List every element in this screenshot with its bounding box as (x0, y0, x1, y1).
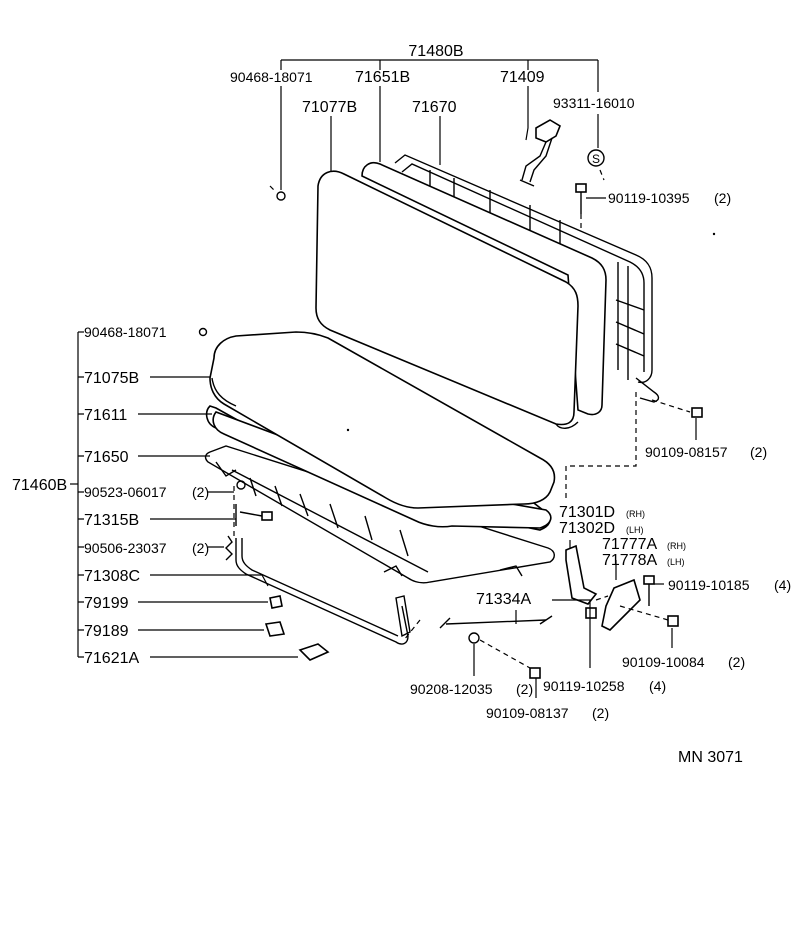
label-71460B: 71460B (12, 477, 67, 494)
pin-71315B (235, 504, 263, 526)
label-71077B: 71077B (302, 99, 357, 116)
clip-90523-icon (236, 480, 246, 490)
label-71480B: 71480B (408, 43, 463, 60)
bolt-90119-10185-icon (643, 575, 655, 606)
label-90119-10185: 90119-10185 (668, 577, 750, 593)
bushing-79189 (264, 621, 286, 637)
qty-90119-10185: (4) (774, 577, 791, 593)
label-93311-16010: 93311-16010 (553, 95, 635, 111)
qty-90506-23037: (2) (192, 540, 209, 556)
qty-90523-06017: (2) (192, 484, 209, 500)
seat-cushion-upper-pad (209, 331, 556, 509)
bolt-90109-08157-icon (691, 407, 703, 418)
qty-90119-10395: (2) (714, 190, 731, 206)
seat-back-frame (394, 154, 660, 403)
belt-anchor (519, 119, 561, 187)
label-71611: 71611 (84, 407, 127, 424)
leader-lines (70, 59, 697, 698)
seat-back-board (361, 161, 607, 416)
seat-cushion-frame (204, 445, 555, 584)
label-90208-12035: 90208-12035 (410, 681, 493, 697)
diagram-code: MN 3071 (678, 749, 743, 766)
label-90119-10395: 90119-10395 (608, 190, 690, 206)
qty-90208-12035: (2) (516, 681, 533, 697)
label-71308C: 71308C (84, 568, 140, 585)
label-90109-08157: 90109-08157 (645, 444, 728, 460)
qty-90119-10258: (4) (649, 678, 666, 694)
label-71409: 71409 (500, 69, 545, 86)
washer-90208-icon (468, 632, 480, 644)
qty-90109-08137: (2) (592, 705, 609, 721)
seat-back-pad (315, 170, 579, 426)
label-90523-06017: 90523-06017 (84, 484, 167, 500)
label-71778A: 71778A (602, 552, 657, 569)
label-71302D: 71302D (559, 520, 615, 537)
stay-rod-71334A (445, 619, 547, 625)
label-90468-18071-left: 90468-18071 (84, 324, 167, 340)
label-79199: 79199 (84, 595, 129, 612)
rh-71777A: (RH) (667, 541, 686, 551)
clip-90468-top-icon (276, 191, 286, 201)
label-71315B: 71315B (84, 512, 139, 529)
label-71650: 71650 (84, 449, 129, 466)
s-mark-label: S (592, 152, 600, 166)
label-79189: 79189 (84, 623, 129, 640)
clip-90468-left-icon (198, 327, 208, 337)
lh-71778A: (LH) (667, 557, 685, 567)
label-71670: 71670 (412, 99, 457, 116)
label-71075B: 71075B (84, 370, 139, 387)
label-71334A: 71334A (476, 591, 531, 608)
label-90109-08137: 90109-08137 (486, 705, 569, 721)
cap-71621A (298, 643, 330, 661)
seat-leg-71308C (235, 538, 409, 645)
lh-71302D: (LH) (626, 525, 644, 535)
grommet-s-mark (587, 149, 605, 167)
bolt-90109-08137-icon (529, 667, 541, 679)
label-71651B: 71651B (355, 69, 410, 86)
hinge-bracket-71301D (565, 544, 598, 605)
bolt-90119-10258-icon (585, 607, 597, 619)
label-90119-10258: 90119-10258 (543, 678, 625, 694)
label-90506-23037: 90506-23037 (84, 540, 167, 556)
bolt-90119-10395-icon (575, 183, 587, 214)
label-71301D: 71301D (559, 504, 615, 521)
hinge-arm-71777A (601, 578, 641, 631)
label-90468-18071-top: 90468-18071 (230, 69, 313, 85)
rh-71301D: (RH) (626, 509, 645, 519)
label-90109-10084: 90109-10084 (622, 654, 705, 670)
bushing-79199 (269, 595, 283, 609)
bolt-90109-10084-icon (667, 615, 679, 627)
qty-90109-10084: (2) (728, 654, 745, 670)
label-71777A: 71777A (602, 536, 657, 553)
qty-90109-08157: (2) (750, 444, 767, 460)
label-71621A: 71621A (84, 650, 139, 667)
spring-90506 (225, 535, 233, 561)
